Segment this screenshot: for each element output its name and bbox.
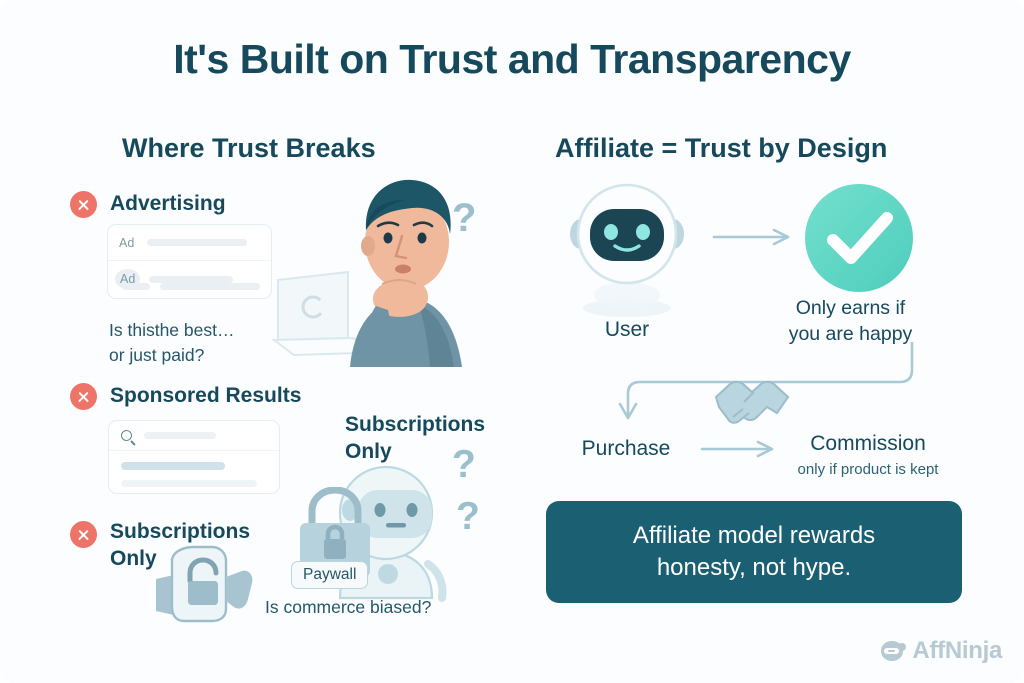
x-circle-icon-sponsored xyxy=(70,383,97,410)
brand-logo-text: AffNinja xyxy=(912,637,1002,664)
person-with-laptop-illustration xyxy=(272,172,482,367)
search-result-card xyxy=(108,420,280,494)
ad-tag-1: Ad xyxy=(119,235,135,250)
placeholder-bar xyxy=(144,432,216,439)
page-title: It's Built on Trust and Transparency xyxy=(173,36,851,82)
search-icon xyxy=(121,430,132,441)
placeholder-bar xyxy=(149,275,234,283)
advertising-caption: Is thisthe best…or just paid? xyxy=(109,320,235,365)
paywall-lock-illustration xyxy=(150,545,260,627)
bullet-label-sponsored: Sponsored Results xyxy=(110,384,302,407)
paywall-tag: Paywall xyxy=(291,561,369,589)
placeholder-bar xyxy=(147,239,248,246)
ad-card-row-2: Ad xyxy=(108,261,271,298)
arrow-right-icon-top xyxy=(712,225,798,249)
flow-label-user: User xyxy=(604,318,650,341)
check-circle-icon xyxy=(803,182,915,294)
ninja-head-icon xyxy=(879,639,907,663)
bullet-label-advertising: Advertising xyxy=(110,192,226,215)
paywall-caption: Is commerce biased? xyxy=(265,597,432,617)
search-card-result-row xyxy=(109,451,279,487)
robot-icon xyxy=(563,182,691,322)
question-mark-paywall-1: ? xyxy=(452,443,476,486)
handshake-icon xyxy=(713,373,791,431)
x-circle-icon-subscriptions xyxy=(70,521,97,548)
placeholder-bar xyxy=(160,283,260,290)
right-column-heading: Affiliate = Trust by Design xyxy=(555,133,888,163)
placeholder-bar xyxy=(121,462,225,470)
question-mark-paywall-2: ? xyxy=(456,495,480,538)
x-circle-icon-advertising xyxy=(70,191,97,218)
question-mark-person: ? xyxy=(452,196,477,240)
arrow-right-icon-bottom xyxy=(700,437,782,461)
ad-tag-2: Ad xyxy=(115,269,141,290)
left-column-heading: Where Trust Breaks xyxy=(122,133,376,163)
flow-label-commission: Commission xyxy=(810,432,926,455)
flow-label-commission-sub: only if product is kept xyxy=(797,461,939,478)
placeholder-bar xyxy=(121,480,257,487)
brand-logo: AffNinja xyxy=(879,637,1002,665)
placeholder-bar xyxy=(122,283,150,290)
ad-card-row-1: Ad xyxy=(108,225,271,261)
flow-label-purchase: Purchase xyxy=(581,437,671,460)
ad-card: Ad Ad xyxy=(107,224,272,299)
search-card-query-row xyxy=(109,421,279,451)
